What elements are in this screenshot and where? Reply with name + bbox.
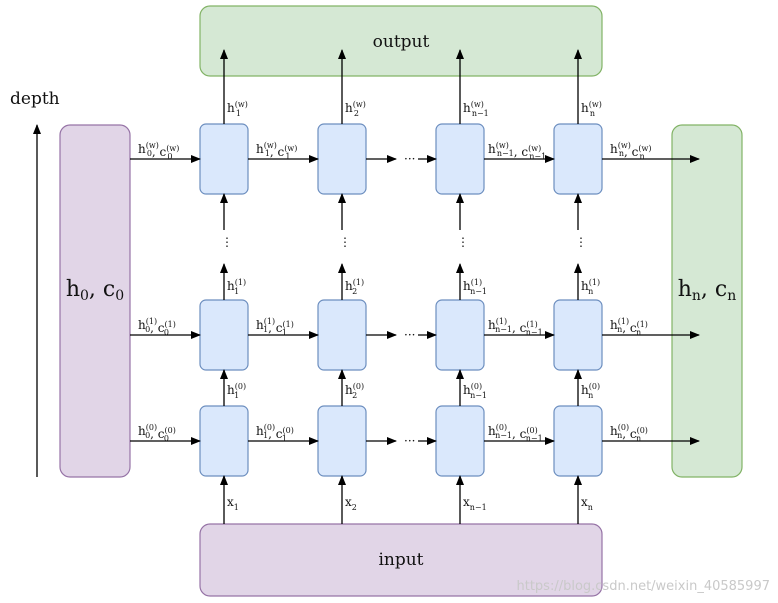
vertical-ellipsis: ⋮ xyxy=(457,235,469,249)
lstm-cell xyxy=(199,405,249,477)
state-label: h(1)n−1, c(1)n−1 xyxy=(488,317,543,337)
hidden-label: h(w)n xyxy=(581,100,602,118)
lstm-cell xyxy=(317,123,367,195)
state-label: h(0)n, c(0)n xyxy=(610,423,648,443)
state-label: h(1)0, c(1)0 xyxy=(138,317,176,337)
lstm-cell xyxy=(553,405,603,477)
hidden-label: h(1)1 xyxy=(227,278,246,296)
lstm-cell xyxy=(553,299,603,371)
input-label: x1 xyxy=(227,495,239,512)
ellipsis: ··· xyxy=(404,434,415,448)
hidden-label: h(0)n xyxy=(581,382,600,400)
initial-state-label: h0, c0 xyxy=(66,277,124,304)
vertical-ellipsis: ⋮ xyxy=(575,235,587,249)
state-label: h(0)1, c(0)1 xyxy=(256,423,294,443)
input-label: input xyxy=(378,550,423,570)
final-state-label: hn, cn xyxy=(678,277,737,304)
watermark: https://blog.csdn.net/weixin_40585997 xyxy=(516,579,770,594)
hidden-label: h(w)1 xyxy=(227,100,248,118)
vertical-ellipsis: ⋮ xyxy=(221,235,233,249)
hidden-label: h(1)2 xyxy=(345,278,364,296)
ellipsis: ··· xyxy=(404,152,415,166)
state-label: h(w)0, c(w)0 xyxy=(138,141,179,161)
hidden-label: h(0)1 xyxy=(227,382,246,400)
output-box xyxy=(199,5,603,77)
state-label: h(1)n, c(1)n xyxy=(610,317,648,337)
state-label: h(w)1, c(w)1 xyxy=(256,141,297,161)
final-state-box xyxy=(671,124,743,478)
state-label: h(w)n, c(w)n xyxy=(610,141,651,161)
hidden-label: h(w)n−1 xyxy=(463,100,489,118)
lstm-cell xyxy=(435,299,485,371)
state-label: h(w)n−1, c(w)n−1 xyxy=(488,141,546,161)
hidden-label: h(0)2 xyxy=(345,382,364,400)
output-label: output xyxy=(373,32,430,52)
lstm-cell xyxy=(435,123,485,195)
lstm-cell xyxy=(435,405,485,477)
cell-grid: h(0)0, c(0)0 h(0)1, c(0)1 ··· h(0)n−1, c(0)… xyxy=(130,49,700,524)
lstm-cell xyxy=(317,299,367,371)
state-label: h(0)0, c(0)0 xyxy=(138,423,176,443)
ellipsis: ··· xyxy=(404,328,415,342)
state-label: h(1)1, c(1)1 xyxy=(256,317,294,337)
hidden-label: h(1)n xyxy=(581,278,600,296)
state-label: h(0)n−1, c(0)n−1 xyxy=(488,423,543,443)
input-box xyxy=(199,523,603,597)
depth-label: depth xyxy=(10,89,60,109)
lstm-cell xyxy=(553,123,603,195)
lstm-cell xyxy=(199,123,249,195)
lstm-cell xyxy=(199,299,249,371)
input-label: xn−1 xyxy=(463,495,487,512)
initial-state-box xyxy=(59,124,131,478)
input-label: xn xyxy=(581,495,593,512)
input-label: x2 xyxy=(345,495,357,512)
vertical-ellipsis: ⋮ xyxy=(339,235,351,249)
hidden-label: h(0)n−1 xyxy=(463,382,487,400)
hidden-label: h(1)n−1 xyxy=(463,278,487,296)
hidden-label: h(w)2 xyxy=(345,100,366,118)
lstm-cell xyxy=(317,405,367,477)
